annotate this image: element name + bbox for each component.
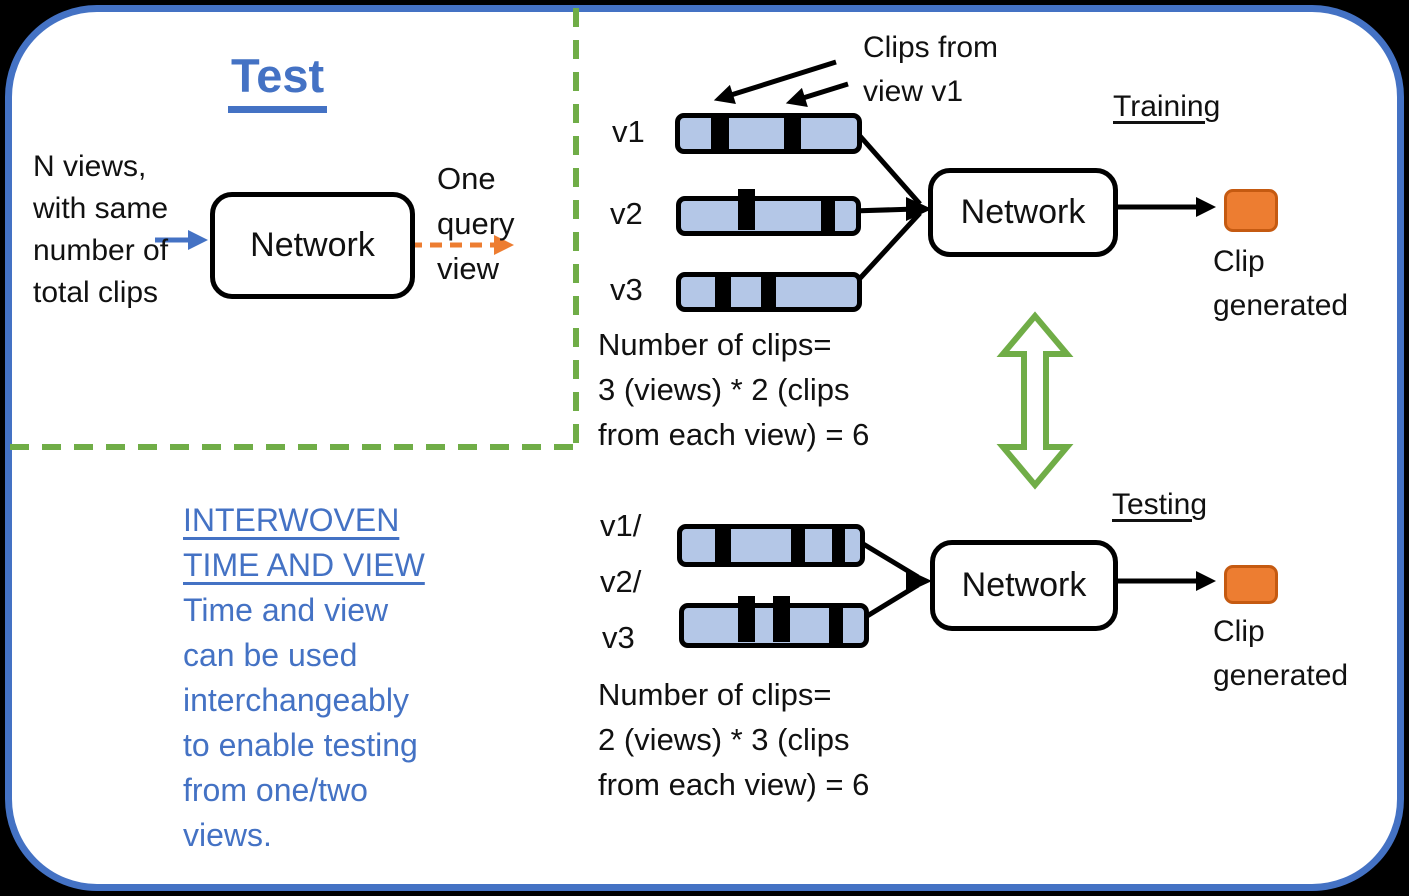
text-line: Number of clips=	[598, 327, 832, 362]
view-label-v1: v1	[612, 114, 645, 149]
clip-bar-mixed-1	[677, 524, 865, 567]
interwoven-note: INTERWOVEN TIME AND VIEW Time and view c…	[183, 498, 425, 858]
test-input-description: N views, with same number of total clips	[33, 146, 168, 314]
note-body-line: views.	[183, 817, 272, 853]
clip-segment	[783, 113, 801, 154]
note-heading-line: INTERWOVEN	[183, 502, 400, 538]
clip-bar-mixed-2	[679, 596, 869, 648]
text-line: One	[437, 161, 496, 196]
test-panel-title: Test	[228, 50, 328, 113]
note-body-line: interchangeably	[183, 682, 409, 718]
clips-annotation: Clips from view v1	[863, 26, 998, 114]
clip-segment	[821, 196, 835, 236]
clip-segment	[790, 524, 805, 567]
text-line: total clips	[33, 276, 159, 309]
clip-generated-label-training: Clip generated	[1213, 240, 1348, 328]
network-label: Network	[961, 566, 1087, 604]
test-output-description: One query view	[437, 156, 515, 291]
note-body-line: Time and view	[183, 592, 389, 628]
text-line: generated	[1213, 659, 1349, 692]
text-line: from each view) = 6	[598, 417, 870, 452]
text-line: generated	[1213, 289, 1349, 322]
text-line: query	[437, 206, 515, 241]
view-label-v3-bottom: v3	[602, 620, 635, 655]
clip-segment	[772, 596, 790, 642]
clip-bar-v3	[676, 272, 862, 312]
network-label: Network	[960, 193, 1086, 231]
text-line: 2 (views) * 3 (clips	[598, 722, 850, 757]
note-body-line: to enable testing	[183, 727, 418, 763]
network-label: Network	[250, 226, 375, 264]
network-box-test: Network	[210, 192, 415, 299]
view-label-v3: v3	[610, 272, 643, 307]
network-box-training: Network	[928, 168, 1118, 257]
text-line: N views,	[33, 150, 147, 183]
clip-count-testing: Number of clips= 2 (views) * 3 (clips fr…	[598, 672, 869, 807]
clip-segment	[761, 272, 777, 312]
clip-segment	[829, 603, 844, 648]
clip-segment	[714, 524, 731, 567]
clip-bar-v2	[676, 189, 861, 236]
clip-count-training: Number of clips= 3 (views) * 2 (clips fr…	[598, 322, 869, 457]
view-label-v1-slash: v1/	[600, 508, 642, 543]
note-heading-line: TIME AND VIEW	[183, 547, 425, 583]
testing-header: Testing	[1112, 488, 1208, 521]
clip-segment	[738, 596, 755, 642]
text-line: 3 (views) * 2 (clips	[598, 372, 850, 407]
text-line: Clips from	[863, 31, 999, 64]
text-line: Clip	[1213, 615, 1265, 648]
text-line: with same	[33, 192, 169, 225]
view-label-v2: v2	[610, 196, 643, 231]
view-label-v2-slash: v2/	[600, 564, 642, 599]
text-line: Number of clips=	[598, 677, 832, 712]
clip-segment	[738, 189, 756, 230]
clip-segment	[714, 272, 731, 312]
generated-clip-box-training	[1224, 189, 1278, 232]
clip-bar-v1	[675, 113, 862, 154]
note-body-line: from one/two	[183, 772, 368, 808]
clip-segment	[710, 113, 729, 154]
text-line: view v1	[863, 75, 964, 108]
generated-clip-box-testing	[1224, 565, 1278, 604]
training-header: Training	[1113, 90, 1221, 123]
clip-generated-label-testing: Clip generated	[1213, 610, 1348, 698]
text-line: view	[437, 251, 500, 286]
network-box-testing: Network	[930, 540, 1118, 631]
note-body-line: can be used	[183, 637, 358, 673]
clip-segment	[832, 524, 845, 567]
text-line: Clip	[1213, 245, 1265, 278]
text-line: number of	[33, 234, 169, 267]
text-line: from each view) = 6	[598, 767, 870, 802]
